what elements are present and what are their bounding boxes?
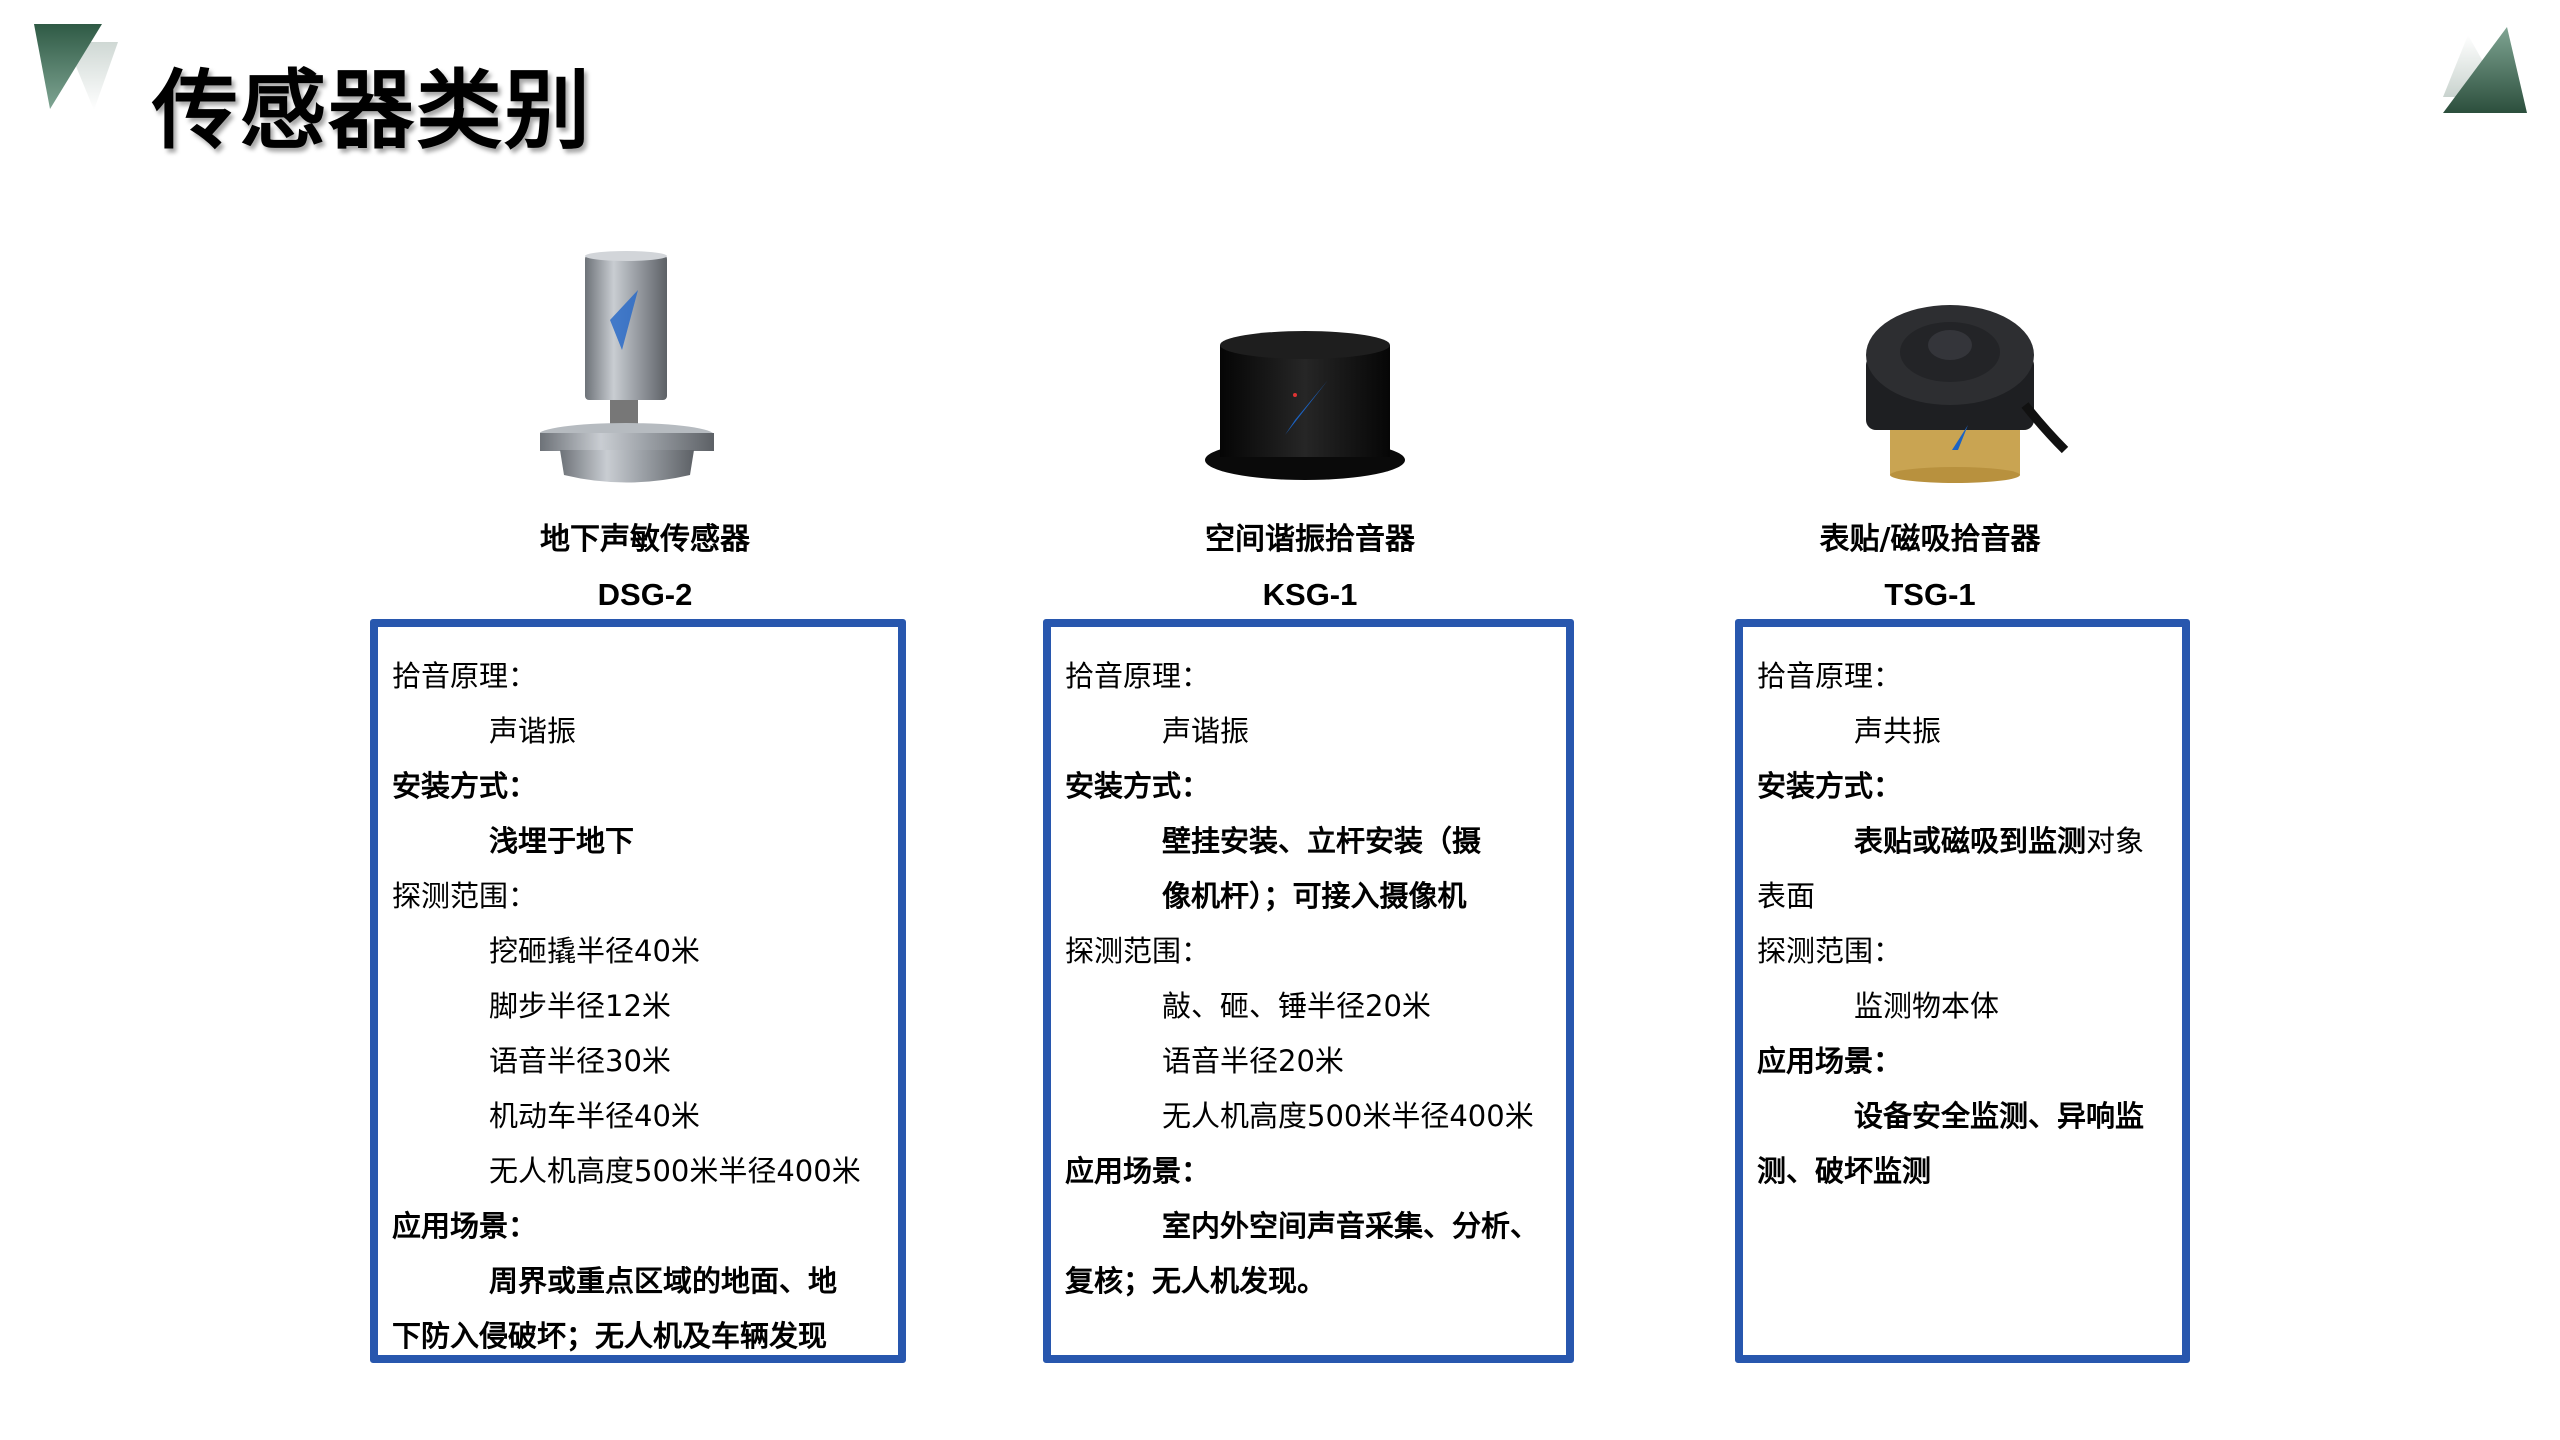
scenario-value-cont: 复核；无人机发现。 (1065, 1264, 1327, 1298)
spec-card-ksg1: 拾音原理： 声谐振 安装方式： 壁挂安装、立杆安装（摄 像机杆）；可接入摄像机 … (1043, 619, 1574, 1363)
decorative-triangle-icon (2443, 27, 2527, 113)
install-value-bold: 表贴或磁吸到监测 (1854, 824, 2087, 858)
magnetic-contact-pickup-image (1860, 300, 2070, 485)
range-item: 机动车半径40米 (489, 1099, 700, 1133)
install-value-cont: 像机杆）；可接入摄像机 (1162, 879, 1467, 913)
scenario-label: 应用场景： (392, 1209, 538, 1243)
black-cylinder-pickup-image (1200, 325, 1410, 485)
range-item: 无人机高度500米半径400米 (489, 1154, 861, 1188)
range-item: 语音半径30米 (489, 1044, 671, 1078)
install-value-cont: 表面 (1757, 879, 1816, 913)
principle-value: 声谐振 (1162, 714, 1250, 748)
install-value: 表贴或磁吸到监测对象 (1757, 814, 2172, 869)
install-value: 壁挂安装、立杆安装（摄 (1162, 824, 1482, 858)
scenario-value-cont: 下防入侵破坏；无人机及车辆发现 (392, 1319, 828, 1353)
product-name: 空间谐振拾音器 (1205, 522, 1415, 557)
spec-card-tsg1: 拾音原理： 声共振 安装方式： 表贴或磁吸到监测对象 表面 探测范围： 监测物本… (1735, 619, 2190, 1363)
decorative-triangle-icon (34, 24, 118, 110)
range-label: 探测范围： (392, 879, 538, 913)
scenario-value: 周界或重点区域的地面、地 (489, 1264, 838, 1298)
range-item: 挖砸撬半径40米 (489, 934, 700, 968)
install-value: 浅埋于地下 (489, 824, 635, 858)
cylindrical-steel-sensor-image (540, 250, 730, 490)
install-label: 安装方式： (392, 769, 538, 803)
product-model: DSG-2 (597, 577, 693, 612)
install-label: 安装方式： (1065, 769, 1211, 803)
scenario-value-cont: 测、破坏监测 (1757, 1154, 1932, 1188)
principle-value: 声共振 (1854, 714, 1942, 748)
range-item: 语音半径20米 (1162, 1044, 1344, 1078)
install-value-regular: 对象 (2086, 824, 2145, 858)
principle-label: 拾音原理： (1757, 659, 1903, 693)
range-label: 探测范围： (1757, 934, 1903, 968)
scenario-label: 应用场景： (1757, 1044, 1903, 1078)
range-label: 探测范围： (1065, 934, 1211, 968)
page-title: 传感器类别 (152, 61, 592, 161)
principle-value: 声谐振 (489, 714, 577, 748)
range-item: 脚步半径12米 (489, 989, 671, 1023)
product-name: 地下声敏传感器 (540, 522, 750, 557)
spec-card-dsg2: 拾音原理： 声谐振 安装方式： 浅埋于地下 探测范围： 挖砸撬半径40米 脚步半… (370, 619, 906, 1363)
range-item: 监测物本体 (1854, 989, 2000, 1023)
product-model: TSG-1 (1884, 577, 1976, 612)
product-name: 表贴/磁吸拾音器 (1819, 522, 2041, 557)
range-item: 无人机高度500米半径400米 (1162, 1099, 1534, 1133)
scenario-label: 应用场景： (1065, 1154, 1211, 1188)
install-label: 安装方式： (1757, 769, 1903, 803)
scenario-value: 室内外空间声音采集、分析、 (1162, 1209, 1540, 1243)
principle-label: 拾音原理： (392, 659, 538, 693)
product-model: KSG-1 (1262, 577, 1358, 612)
range-item: 敲、砸、锤半径20米 (1162, 989, 1431, 1023)
scenario-value: 设备安全监测、异响监 (1854, 1099, 2145, 1133)
principle-label: 拾音原理： (1065, 659, 1211, 693)
